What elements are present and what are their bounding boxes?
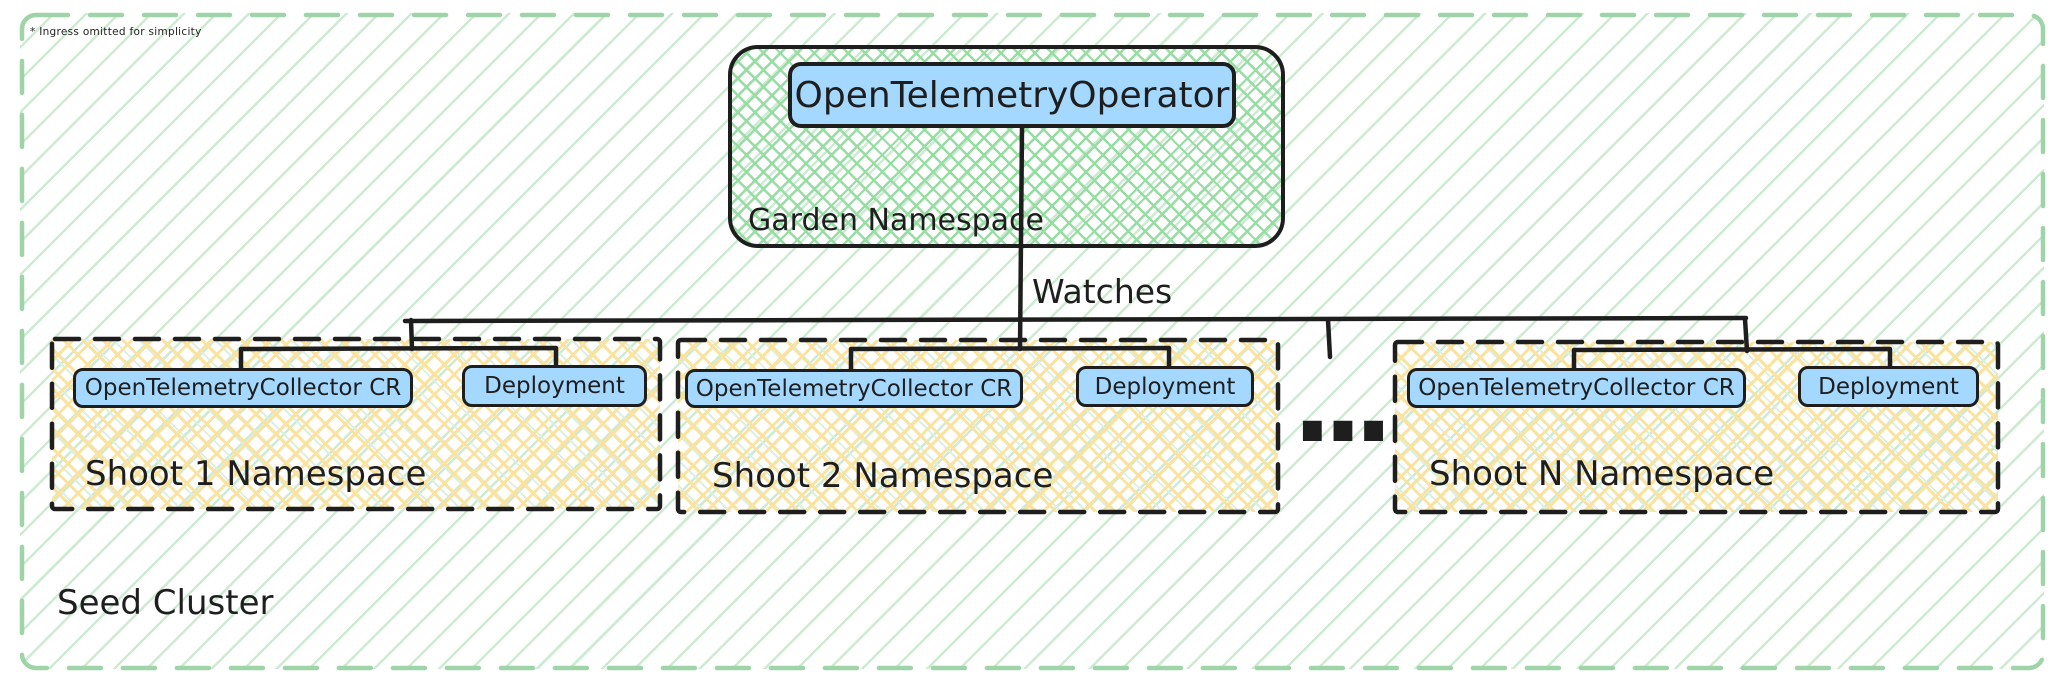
- opentelemetry-operator-node: OpenTelemetryOperator: [788, 62, 1236, 128]
- shoot-1-namespace-label: Shoot 1 Namespace: [85, 454, 427, 494]
- watches-edge-label: Watches: [1032, 272, 1173, 311]
- seed-cluster-label: Seed Cluster: [57, 583, 274, 623]
- shoot-n-collector-cr-node: OpenTelemetryCollector CR: [1407, 368, 1746, 408]
- more-shoots-ellipsis: ...: [1292, 343, 1394, 467]
- shoot-1-collector-cr-node: OpenTelemetryCollector CR: [73, 368, 413, 408]
- garden-namespace-label: Garden Namespace: [748, 203, 1045, 238]
- shoot-2-deployment-node: Deployment: [1076, 366, 1254, 407]
- shoot-n-deployment-node: Deployment: [1798, 366, 1979, 407]
- shoot-2-collector-cr-node: OpenTelemetryCollector CR: [685, 369, 1023, 408]
- shoot-n-namespace-label: Shoot N Namespace: [1429, 454, 1775, 494]
- shoot-2-namespace-label: Shoot 2 Namespace: [712, 456, 1054, 496]
- shoot-1-deployment-node: Deployment: [462, 365, 647, 407]
- ingress-note: * Ingress omitted for simplicity: [30, 26, 202, 38]
